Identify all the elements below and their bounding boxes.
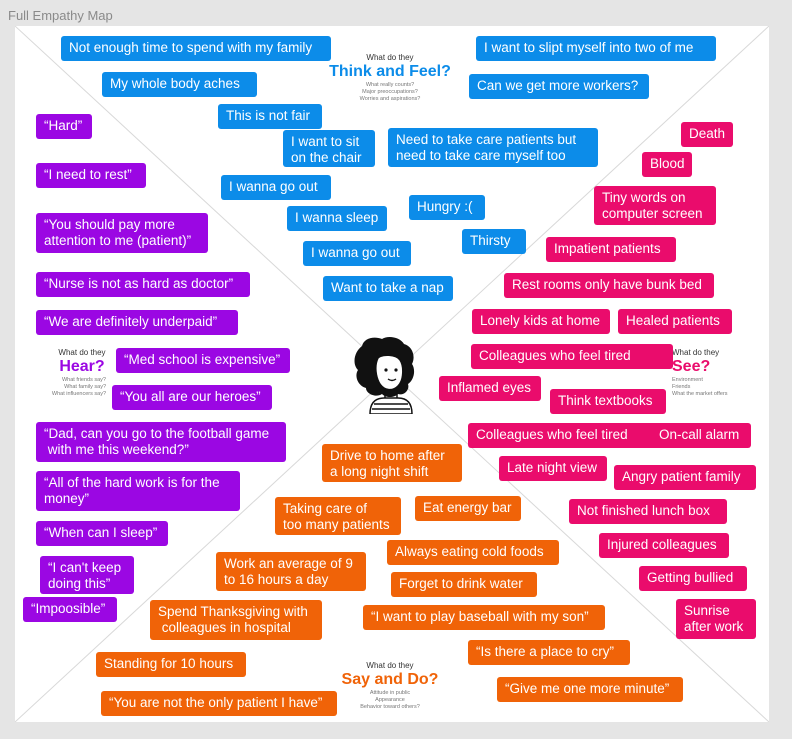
hear-sticky-note[interactable]: “When can I sleep” [36,521,168,546]
hear-prompt: What do they [58,348,106,357]
hear-sticky-note[interactable]: “I can't keep doing this” [40,556,134,594]
do-sticky-note[interactable]: Standing for 10 hours [96,652,246,677]
do-sticky-note[interactable]: Taking care of too many patients [275,497,401,535]
think-sticky-note[interactable]: I want to sit on the chair [283,130,375,167]
do-sub-1: Attitude in public [369,690,411,696]
see-sticky-note[interactable]: Late night view [499,456,607,481]
hear-label: What do they Hear? What friends say? Wha… [40,348,124,398]
hear-sub-1: What friends say? [61,377,106,383]
hear-sticky-note[interactable]: “All of the hard work is for the money” [36,471,240,511]
think-sticky-note[interactable]: Can we get more workers? [469,74,649,99]
see-sticky-note[interactable]: Getting bullied [639,566,747,591]
see-sticky-note[interactable]: Healed patients [618,309,732,334]
see-title: See? [672,358,711,375]
do-sub-3: Behavior toward others? [360,704,420,710]
do-sticky-note[interactable]: “I want to play baseball with my son” [363,605,605,630]
hear-sub-2: What family say? [64,384,106,390]
frame-title: Full Empathy Map [8,8,113,23]
think-sticky-note[interactable]: Want to take a nap [323,276,453,301]
see-sticky-note[interactable]: Lonely kids at home [472,309,610,334]
see-sticky-note[interactable]: Death [681,122,733,147]
see-sticky-note[interactable]: Impatient patients [546,237,676,262]
do-sticky-note[interactable]: Work an average of 9 to 16 hours a day [216,552,366,591]
do-prompt: What do they [366,661,414,670]
see-sticky-note[interactable]: Colleagues who feel tired [468,423,672,448]
think-sticky-note[interactable]: Not enough time to spend with my family [61,36,331,61]
see-sticky-note[interactable]: Injured colleagues [599,533,729,558]
see-sticky-note[interactable]: Tiny words on computer screen [594,186,716,225]
think-sticky-note[interactable]: My whole body aches [102,72,257,97]
do-sticky-note[interactable]: Eat energy bar [415,496,521,521]
see-prompt: What do they [672,348,720,357]
do-sticky-note[interactable]: “Give me one more minute” [497,677,683,702]
see-sticky-note[interactable]: Not finished lunch box [569,499,727,524]
see-sticky-note[interactable]: Inflamed eyes [439,376,541,401]
see-sub-3: What the market offers [672,391,728,397]
say-do-label: What do they Say and Do? Attitude in pub… [315,661,465,711]
think-sticky-note[interactable]: Hungry :( [409,195,485,220]
see-sub-1: Environment [672,377,703,383]
see-sticky-note[interactable]: Angry patient family [614,465,756,490]
do-sticky-note[interactable]: Forget to drink water [391,572,537,597]
think-sticky-note[interactable]: I wanna sleep [287,206,387,231]
empathy-map-board: What do they Think and Feel? What really… [15,26,769,722]
think-sticky-note[interactable]: I wanna go out [303,241,411,266]
person-avatar-icon [354,336,415,414]
hear-sticky-note[interactable]: “We are definitely underpaid” [36,310,238,335]
do-sub-2: Appearance [375,697,405,703]
think-sticky-note[interactable]: This is not fair [218,104,322,129]
hear-sticky-note[interactable]: “Impoosible” [23,597,117,622]
think-sub-3: Worries and aspirations? [359,96,421,102]
see-sticky-note[interactable]: Colleagues who feel tired [471,344,673,369]
think-sub-2: Major preoccupations? [362,89,418,95]
think-sticky-note[interactable]: Need to take care patients but need to t… [388,128,598,167]
see-sticky-note[interactable]: Rest rooms only have bunk bed [504,273,714,298]
hear-sub-3: What influencers say? [51,391,106,397]
hear-sticky-note[interactable]: “Med school is expensive” [116,348,290,373]
do-sticky-note[interactable]: Always eating cold foods [387,540,559,565]
see-sticky-note[interactable]: On-call alarm [651,423,751,448]
do-sticky-note[interactable]: Drive to home after a long night shift [322,444,462,482]
hear-title: Hear? [59,358,105,375]
think-sticky-note[interactable]: I want to slipt myself into two of me [476,36,716,61]
do-title: Say and Do? [341,671,439,688]
think-sub-1: What really counts? [365,82,415,88]
hear-sticky-note[interactable]: “Nurse is not as hard as doctor” [36,272,250,297]
do-sticky-note[interactable]: Spend Thanksgiving with colleagues in ho… [150,600,322,640]
think-sticky-note[interactable]: I wanna go out [221,175,331,200]
see-sticky-note[interactable]: Think textbooks [550,389,666,414]
see-label: What do they See? Environment Friends Wh… [672,348,752,398]
hear-sticky-note[interactable]: “Hard” [36,114,92,139]
see-sub-2: Friends [672,384,691,390]
think-title: Think and Feel? [329,63,451,80]
hear-sticky-note[interactable]: “I need to rest” [36,163,146,188]
do-sticky-note[interactable]: “You are not the only patient I have” [101,691,337,716]
hear-sticky-note[interactable]: “You all are our heroes” [112,385,272,410]
hear-sticky-note[interactable]: “Dad, can you go to the football game wi… [36,422,286,462]
think-sticky-note[interactable]: Thirsty [462,229,526,254]
think-feel-label: What do they Think and Feel? What really… [315,53,465,103]
hear-sticky-note[interactable]: “You should pay more attention to me (pa… [36,213,208,253]
see-sticky-note[interactable]: Sunrise after work [676,599,756,639]
do-sticky-note[interactable]: “Is there a place to cry” [468,640,630,665]
think-prompt: What do they [366,53,414,62]
see-sticky-note[interactable]: Blood [642,152,692,177]
